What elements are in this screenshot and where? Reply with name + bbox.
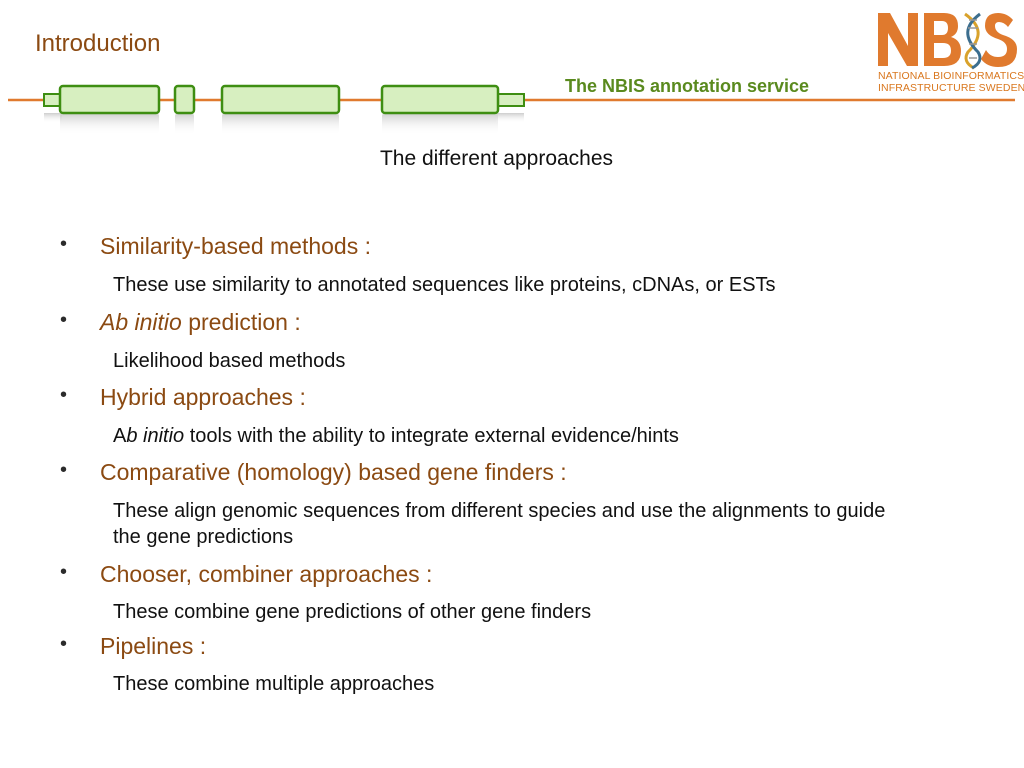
bullet-heading: Chooser, combiner approaches :: [100, 561, 433, 587]
service-label: The NBIS annotation service: [565, 76, 810, 96]
bullet-description: Ab initio tools with the ability to inte…: [113, 423, 913, 449]
desc-rest: tools with the ability to integrate exte…: [184, 425, 679, 447]
bullet-description: These combine gene predictions of other …: [113, 601, 592, 623]
bullet-heading: Similarity-based methods :: [100, 233, 371, 259]
bullet-heading: Comparative (homology) based gene finder…: [100, 459, 567, 485]
logo-text-line1: NATIONAL BIOINFORMATICS: [878, 70, 1024, 82]
exon-3: [220, 84, 341, 115]
nbis-logo: NATIONAL BIOINFORMATICS INFRASTRUCTURE S…: [874, 8, 1024, 98]
bullet-heading: Hybrid approaches :: [100, 384, 306, 410]
bullet-dot: •: [60, 459, 68, 481]
exon-4: [380, 84, 500, 115]
bullet-heading-italic: Ab initio: [100, 309, 182, 335]
utr-right: [495, 93, 525, 107]
exon-2: [173, 84, 196, 115]
section-title: Introduction: [35, 30, 161, 57]
slide-subtitle: The different approaches: [379, 147, 614, 170]
bullet-heading: Ab initio prediction :: [100, 309, 301, 336]
logo-text-line2: INFRASTRUCTURE SWEDEN: [878, 82, 1024, 94]
gene-model-graphic: [8, 84, 1015, 135]
bullet-heading-rest: prediction :: [181, 309, 301, 335]
bullet-description: These combine multiple approaches: [113, 673, 435, 695]
bullet-description: These align genomic sequences from diffe…: [113, 500, 886, 548]
desc-prefix: A: [113, 425, 127, 447]
bullet-heading: Pipelines :: [100, 633, 207, 659]
bullet-dot: •: [60, 233, 68, 255]
bullet-description: Likelihood based methods: [113, 350, 346, 372]
exon-1: [58, 84, 161, 115]
bullet-dot: •: [60, 633, 68, 655]
desc-italic: b initio: [126, 425, 185, 447]
bullet-dot: •: [60, 384, 68, 406]
bullet-dot: •: [60, 309, 68, 331]
bullet-dot: •: [60, 561, 68, 583]
bullet-description: These use similarity to annotated sequen…: [113, 274, 776, 296]
nbis-wordmark-icon: [878, 12, 1017, 70]
